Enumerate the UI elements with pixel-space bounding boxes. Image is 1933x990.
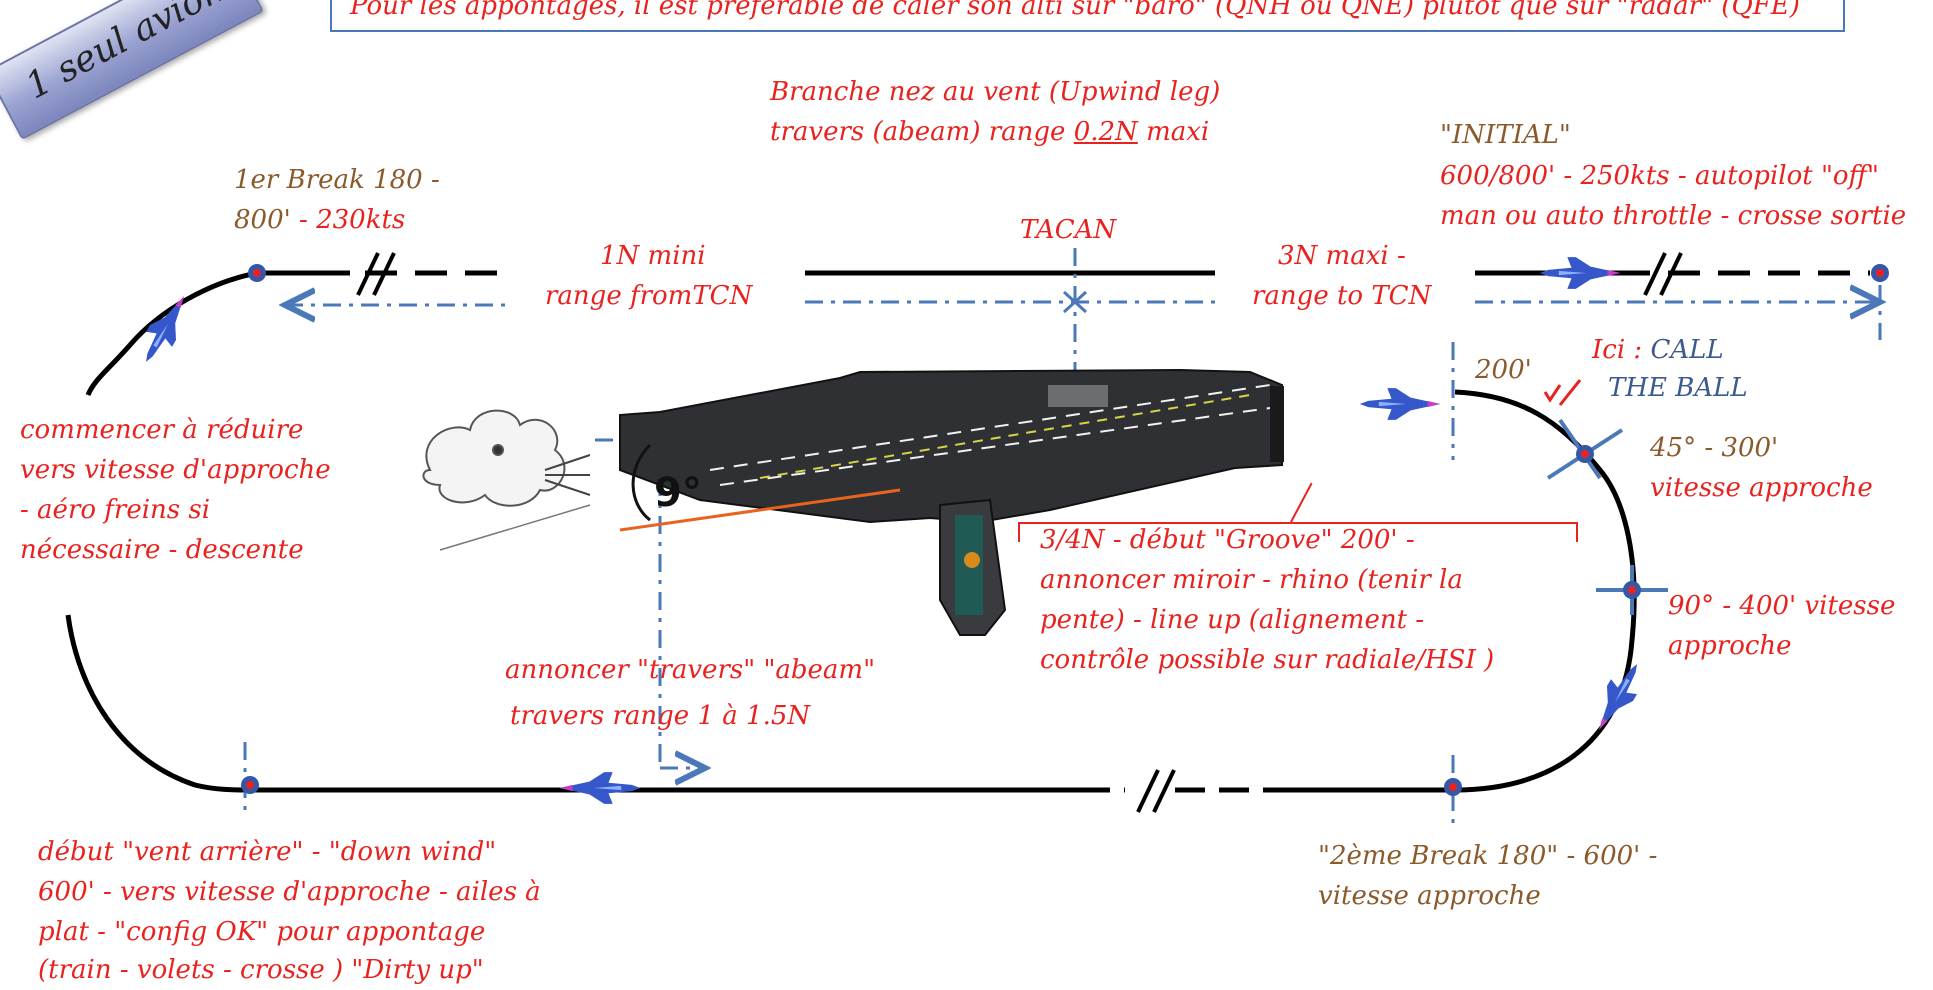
reduce-line2: vers vitesse d'approche [20, 455, 331, 485]
upwind-range-value: 0.2N [1073, 117, 1138, 147]
initial-title: "INITIAL" [1440, 120, 1571, 150]
downwind-line3: plat - "config OK" pour appontage [38, 917, 486, 947]
range-from-line1: 1N mini [600, 241, 706, 271]
pos90-line1: 90° - 400' vitesse [1668, 591, 1896, 621]
abeam-line1: annoncer "travers" "abeam" [505, 655, 876, 685]
second-break-line2: vitesse approche [1318, 881, 1541, 911]
initial-line3: man ou auto throttle - crosse sortie [1440, 201, 1907, 231]
reduce-line4: nécessaire - descente [20, 535, 304, 565]
upwind-title: Branche nez au vent (Upwind leg) [770, 77, 1221, 107]
call-ball-marker [1543, 379, 1582, 406]
cloud-wind-icon [422, 409, 591, 551]
pos45-line1: 45° - 300' [1650, 433, 1779, 463]
groove-line3: pente) - line up (alignement - [1040, 605, 1425, 635]
groove-line2: annoncer miroir - rhino (tenir la [1040, 565, 1463, 595]
reduce-line1: commencer à réduire [20, 415, 304, 445]
downwind-line2: 600' - vers vitesse d'approche - ailes à [38, 877, 541, 907]
second-break-line1: "2ème Break 180" - 600' - [1318, 841, 1658, 871]
call-ball-prefix: Ici : [1592, 335, 1651, 365]
tacan-marker [1062, 290, 1088, 314]
wind-line [619, 488, 901, 532]
groove-bracket [1018, 522, 1578, 542]
pattern-path [65, 270, 1870, 793]
reduce-line3: - aéro freins si [20, 495, 211, 525]
range-from-line2: range fromTCN [545, 281, 753, 311]
abeam-line2: travers range 1 à 1.5N [510, 701, 811, 731]
call-ball-line2: THE BALL [1608, 373, 1748, 403]
note-box [330, 0, 1845, 32]
angle-label: 9° [654, 470, 702, 516]
aircraft-carrier [619, 368, 1284, 636]
downwind-line1: début "vent arrière" - "down wind" [38, 837, 497, 867]
range-to-line1: 3N maxi - [1278, 241, 1406, 271]
call-ball-call: CALL [1650, 335, 1724, 365]
altimeter-note: Pour les appontages, il est préférable d… [350, 0, 1800, 21]
altitude-200: 200' [1475, 355, 1532, 385]
groove-line4: contrôle possible sur radiale/HSI ) [1040, 645, 1495, 675]
first-break-detail: 800' - 230kts [234, 200, 405, 240]
first-break-title: 1er Break 180 - [234, 165, 440, 195]
guide-lines [243, 248, 1880, 830]
break-marks [356, 252, 1683, 813]
initial-line2: 600/800' - 250kts - autopilot "off" [1440, 161, 1879, 191]
upwind-range: travers (abeam) range 0.2N maxi [770, 112, 1209, 152]
pos90-line2: approche [1668, 631, 1792, 661]
call-ball-line1: Ici : CALL [1592, 330, 1724, 370]
downwind-line4: (train - volets - crosse ) "Dirty up" [38, 955, 484, 985]
position-dots [241, 264, 1889, 796]
first-break-speed: - 230kts [290, 205, 406, 235]
groove-line1: 3/4N - début "Groove" 200' - [1040, 525, 1415, 555]
upwind-range-suffix: maxi [1137, 117, 1210, 147]
angle-arc [631, 443, 652, 522]
pos45-line2: vitesse approche [1650, 473, 1873, 503]
tacan-label: TACAN [1020, 215, 1117, 245]
range-to-line2: range to TCN [1252, 281, 1432, 311]
upwind-range-prefix: travers (abeam) range [770, 117, 1074, 147]
first-break-alt: 800' [234, 205, 291, 235]
